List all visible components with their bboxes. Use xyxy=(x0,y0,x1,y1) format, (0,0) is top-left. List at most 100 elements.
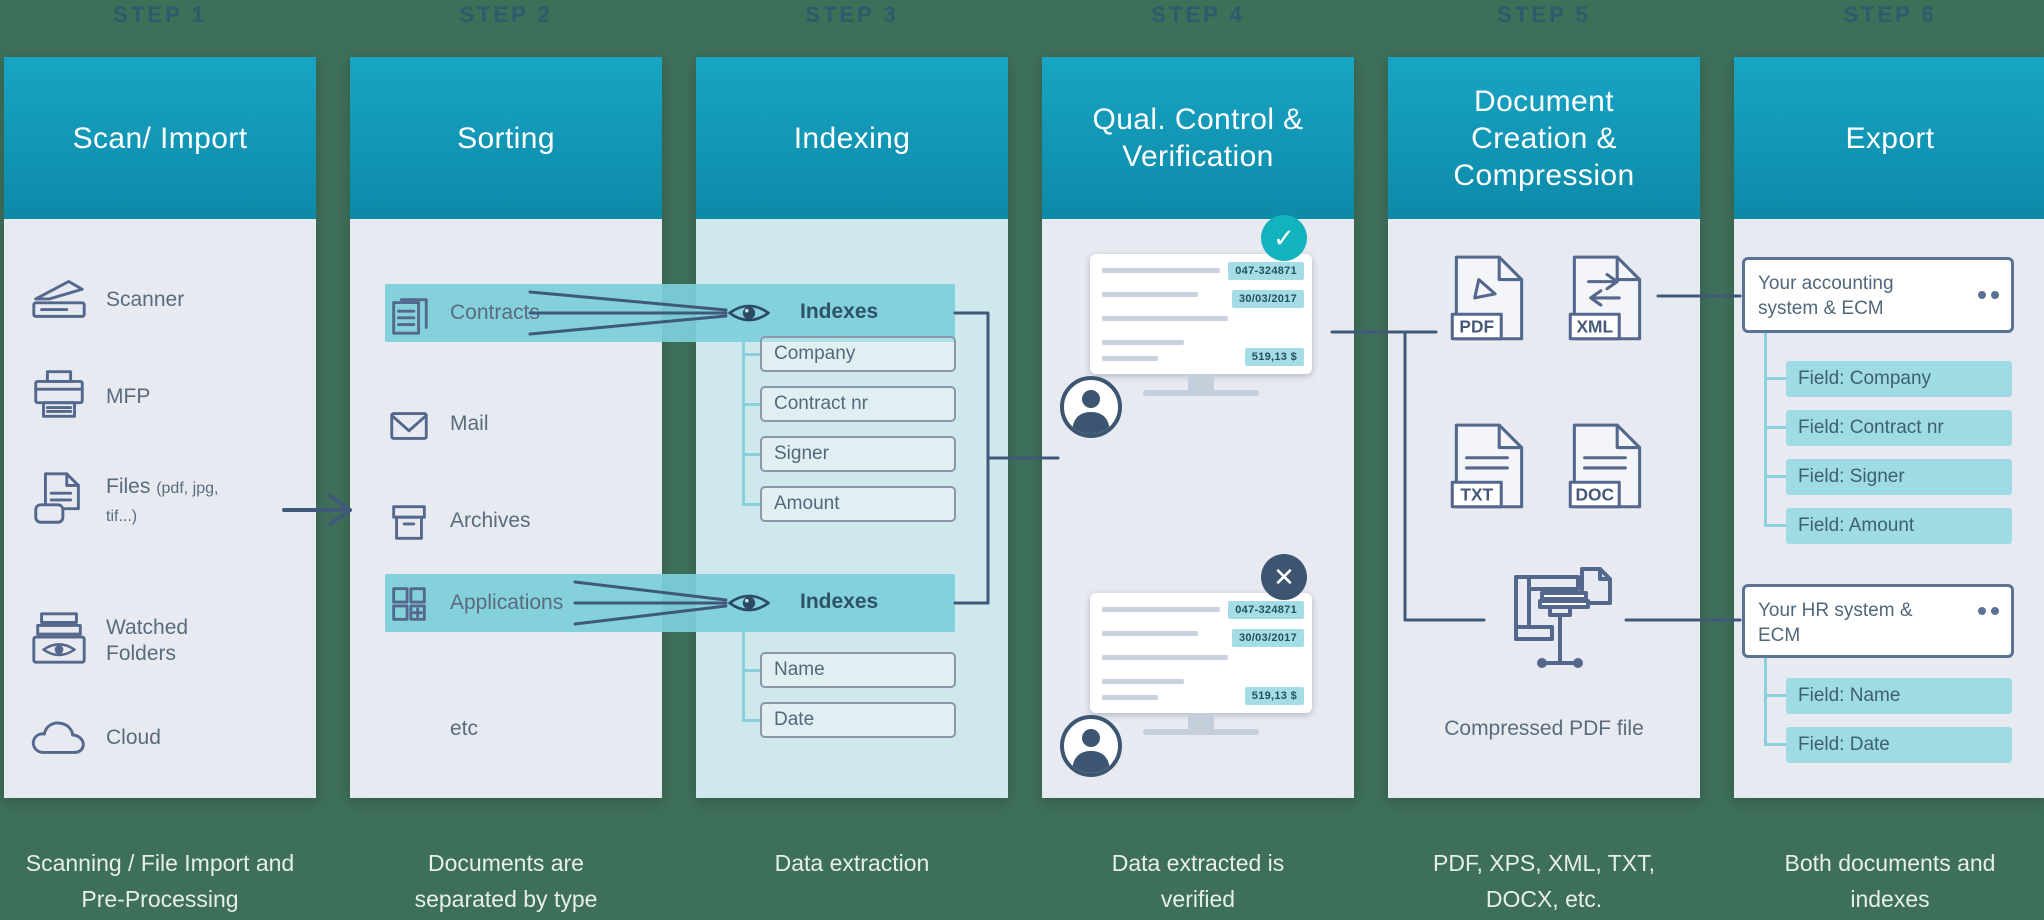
scanner-icon xyxy=(28,269,90,330)
xml-file-icon: XML xyxy=(1558,251,1656,358)
source-label: Scanner xyxy=(106,287,185,311)
tree-line xyxy=(742,632,745,720)
text-line xyxy=(1102,340,1184,345)
step-caption: Data extraction xyxy=(774,850,930,876)
card-scan-import: Scan/ Import Scanner xyxy=(4,57,316,798)
monitor-stand xyxy=(1188,713,1214,729)
text-line xyxy=(1102,316,1228,321)
watched-folders-icon xyxy=(28,609,90,672)
accounting-system-box: Your accounting system & ECM xyxy=(1742,257,2014,333)
mail-icon xyxy=(386,403,432,447)
step-label: STEP 5 xyxy=(1497,2,1591,27)
svg-text:XML: XML xyxy=(1576,317,1613,337)
tree-stub xyxy=(1764,426,1786,429)
indexes-title: Indexes xyxy=(800,300,879,323)
archives-icon xyxy=(386,500,432,544)
card-title: Creation & xyxy=(1471,121,1617,155)
tree-stub xyxy=(1764,743,1786,746)
card-title: Document xyxy=(1474,84,1614,118)
extracted-value-chip: 519,13 $ xyxy=(1244,348,1304,366)
step-caption: Documents are separated by type xyxy=(414,850,598,912)
text-line xyxy=(1102,268,1220,273)
monitor-stand-base xyxy=(1143,390,1259,396)
text-line xyxy=(1102,292,1198,297)
source-label: MFP xyxy=(106,384,151,408)
card-header: Qual. Control & Verification xyxy=(1042,57,1354,219)
arrowhead-icon xyxy=(328,494,352,526)
index-field: Name xyxy=(760,652,956,688)
pdf-file-icon: PDF xyxy=(1440,251,1538,358)
card-body: Scanner MFP xyxy=(4,219,316,798)
step-caption: Both documents and indexes xyxy=(1784,850,1996,912)
indexes-title: Indexes xyxy=(800,590,879,613)
card-indexing: Indexing Indexes Company Cont xyxy=(696,57,1008,798)
card-header: Scan/ Import xyxy=(4,57,316,219)
tree-stub xyxy=(742,403,760,406)
card-title: Compression xyxy=(1453,158,1635,192)
text-line xyxy=(1102,607,1220,612)
sort-type-label: Archives xyxy=(450,509,531,532)
card-creation: Document Creation & Compression PDF xyxy=(1388,57,1700,798)
doc-file-icon: DOC xyxy=(1558,419,1656,526)
contracts-icon xyxy=(386,290,432,338)
export-field-chip: Field: Amount xyxy=(1786,508,2012,544)
text-line xyxy=(1102,631,1198,636)
tree-line xyxy=(1764,333,1767,526)
column-export: STEP 6 Export Your accounting system & E… xyxy=(1734,0,2044,920)
text-line xyxy=(1102,655,1228,660)
tree-stub xyxy=(1764,475,1786,478)
card-title: Export xyxy=(1845,121,1935,155)
column-scan-import: STEP 1 Scan/ Import Scanner xyxy=(4,0,316,920)
text-line xyxy=(1102,356,1158,361)
txt-file-icon: TXT xyxy=(1440,419,1538,526)
card-export: Export Your accounting system & ECM Fiel… xyxy=(1734,57,2044,798)
tree-line xyxy=(742,342,745,505)
source-label: Cloud xyxy=(106,725,161,749)
card-header: Sorting xyxy=(350,57,662,219)
eye-icon xyxy=(726,296,772,330)
export-field-chip: Field: Company xyxy=(1786,361,2012,397)
tree-line xyxy=(1764,658,1767,745)
index-field: Contract nr xyxy=(760,386,956,422)
step-label: STEP 3 xyxy=(805,2,899,27)
tree-stub xyxy=(1764,377,1786,380)
check-icon: ✓ xyxy=(1261,215,1307,261)
source-label: Files (pdf, jpg, tif...) xyxy=(106,474,219,525)
ellipsis-dots-icon xyxy=(1978,291,1999,299)
export-field-chip: Field: Signer xyxy=(1786,459,2012,495)
files-icon xyxy=(28,469,90,534)
index-field: Amount xyxy=(760,486,956,522)
card-header: Export xyxy=(1734,57,2044,219)
card-title: Qual. Control & xyxy=(1092,103,1304,136)
column-indexing: STEP 3 Indexing Indexes xyxy=(696,0,1008,920)
export-field-chip: Field: Name xyxy=(1786,678,2012,714)
extracted-value-chip: 30/03/2017 xyxy=(1231,629,1304,647)
mfp-icon xyxy=(28,365,90,428)
source-item-scanner: Scanner xyxy=(28,269,184,330)
sort-type-label: Mail xyxy=(450,412,489,435)
svg-text:PDF: PDF xyxy=(1459,317,1494,337)
cloud-icon xyxy=(28,711,90,764)
card-body: PDF XML xyxy=(1388,219,1700,798)
hr-system-box: Your HR system & ECM xyxy=(1742,584,2014,658)
card-header: Document Creation & Compression xyxy=(1388,57,1700,219)
sort-type-label: Applications xyxy=(450,591,564,614)
text-line xyxy=(1102,695,1158,700)
card-title: Sorting xyxy=(457,121,555,155)
sort-type-label: etc xyxy=(450,717,479,740)
extracted-value-chip: 519,13 $ xyxy=(1244,687,1304,705)
applications-icon xyxy=(386,580,432,628)
column-verification: STEP 4 Qual. Control & Verification 047-… xyxy=(1042,0,1354,920)
tree-stub xyxy=(742,453,760,456)
card-verification: Qual. Control & Verification 047-324871 … xyxy=(1042,57,1354,798)
step-caption: Scanning / File Import and Pre-Processin… xyxy=(25,850,295,912)
step-label: STEP 1 xyxy=(113,2,207,27)
step-label: STEP 4 xyxy=(1151,2,1245,27)
ellipsis-dots-icon xyxy=(1978,607,1999,615)
card-body: Indexes Company Contract nr Signer Amoun… xyxy=(696,219,1008,798)
tree-stub xyxy=(742,719,760,722)
step-label: STEP 2 xyxy=(459,2,553,27)
export-field-chip: Field: Contract nr xyxy=(1786,410,2012,446)
tree-stub xyxy=(1764,524,1786,527)
